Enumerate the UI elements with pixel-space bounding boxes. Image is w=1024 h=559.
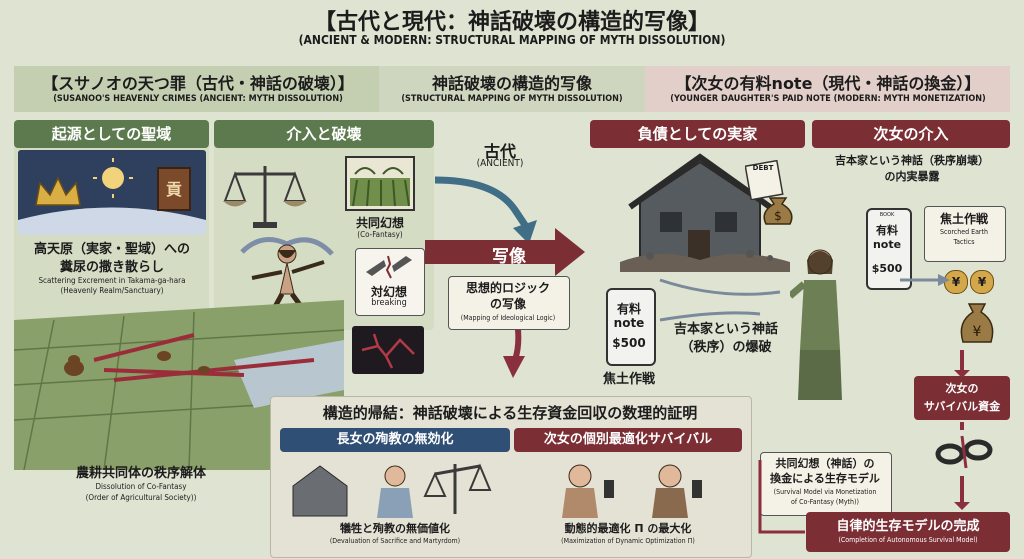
tai-en: breaking [371, 298, 407, 308]
right-connector-arrows [659, 274, 970, 534]
band-right-bg [645, 66, 1010, 112]
scales-icon [223, 166, 307, 228]
yoshimoto-2: の内実暴露 [884, 170, 940, 183]
money-bag-icon: $ [763, 197, 793, 225]
kodai-label: 古代 [483, 142, 516, 161]
yen-coin-1: ¥ [944, 270, 968, 294]
book-glyph: 貢 [165, 180, 182, 199]
scorched-jp: 焦土作戦 [939, 212, 988, 226]
bottom-header: 構造的帰結：神話破壊による生存資金回収の数理的証明 [322, 404, 698, 422]
broken-chain-icon [935, 435, 993, 469]
nogyo-title: 農耕共同体の秩序解体 [75, 466, 206, 481]
svg-text:¥: ¥ [973, 324, 982, 340]
final-en: (Completion of Autonomous Survival Model… [838, 536, 978, 544]
band-left-title: 【スサノオの天つ罪（古代・神話の破壊）】 [42, 74, 354, 93]
yen-bag-icon: ¥ [960, 303, 994, 343]
takama-title-2: 糞尿の撒き散らし [59, 260, 164, 275]
nogyo-en-1: Dissolution of Co-Fantasy [95, 482, 187, 491]
band-mid-title: 神話破壊の構造的写像 [431, 74, 592, 93]
logic-title-1: 思想的ロジック [465, 281, 550, 295]
takama-en-2: (Heavenly Realm/Sanctuary) [60, 286, 164, 295]
shikin-2: サバイバル資金 [923, 400, 1001, 413]
takama-title-1: 高天原（実家・聖域）への [33, 242, 190, 257]
phone-right-line2: note [872, 238, 902, 251]
cracked-dark-icon [352, 326, 424, 374]
phone-left-line1: 有料 [616, 302, 641, 316]
scorched-en-2: Tactics [953, 238, 975, 246]
monetization-card [760, 452, 892, 516]
younger-en: (Maximization of Dynamic Optimization Π) [561, 537, 695, 545]
page-subtitle: (ANCIENT & MODERN: STRUCTURAL MAPPING OF… [298, 33, 726, 47]
svg-text:$: $ [774, 209, 782, 223]
nogyo-en-2: (Order of Agricultural Society)) [85, 493, 197, 502]
survival-fund-box [914, 376, 1010, 420]
younger-illustration [562, 464, 702, 518]
kankin-en-2: of Co-Fantasy (Myth)) [791, 498, 859, 506]
tai-bubble [355, 248, 425, 316]
intervention-header: 介入と破壊 [214, 120, 434, 148]
younger-jp: 動態的最適化 Π の最大化 [564, 522, 692, 535]
eldest-en: (Devaluation of Sacrifice and Martyrdom) [329, 537, 461, 545]
debt-label: DEBT [752, 164, 774, 172]
kankin-en-1: (Survival Model via Monetization [773, 488, 877, 496]
logic-card [448, 276, 570, 330]
eldest-header: 長女の殉教の無効化 [280, 428, 510, 452]
final-jp: 自律的生存モデルの完成 [836, 519, 980, 534]
band-left-bg [14, 66, 379, 112]
eldest-jp: 犠牲と殉教の無価値化 [340, 522, 450, 535]
debt-paper-icon [745, 160, 784, 200]
shikin-1: 次女の [945, 382, 979, 395]
final-box [806, 512, 1010, 552]
farm-field-icon [345, 156, 415, 211]
second-header: 次女の介入 [812, 120, 1010, 148]
younger-header: 次女の個別最適化サバイバル [514, 428, 742, 452]
broken-hands-icon [366, 255, 412, 279]
kodai-en: (ANCIENT) [476, 158, 524, 169]
kyodo-label: 共同幻想 [355, 216, 404, 230]
scorched-card [924, 206, 1006, 262]
sanctuary-header: 起源としての聖域 [14, 120, 209, 148]
phone-left-line2: note [613, 316, 645, 330]
band-right-subtitle: (YOUNGER DAUGHTER'S PAID NOTE (MODERN: M… [670, 94, 986, 104]
note-phone-left [606, 288, 656, 366]
note-phone-right [866, 208, 912, 290]
phone-right-price: $500 [871, 262, 903, 275]
shazo-label: 写像 [492, 247, 526, 267]
logic-en: (Mapping of Ideological Logic) [460, 314, 556, 322]
yoshimoto-1: 吉本家という神話（秩序崩壊） [835, 154, 989, 167]
younger-daughter-figure [790, 249, 842, 400]
scorched-en-1: Scorched Earth [940, 228, 988, 236]
band-right-title: 【次女の有料note（現代・神話の換金）】 [675, 74, 981, 93]
phone-right-top: BOOK [879, 212, 895, 218]
kankin-2: 換金による生存モデル [770, 472, 880, 485]
eldest-illustration [292, 463, 492, 518]
bakuha-2: （秩序）の爆破 [680, 340, 772, 355]
ruined-house-illustration [620, 153, 790, 272]
bakuha-1: 吉本家という神話 [673, 322, 778, 337]
band-left-subtitle: (SUSANOO'S HEAVENLY CRIMES (ANCIENT: MYT… [53, 94, 343, 104]
kankin-1: 共同幻想（神話）の [775, 457, 875, 470]
rice-field-landscape [14, 300, 344, 470]
band-mid-subtitle: (STRUCTURAL MAPPING OF MYTH DISSOLUTION) [401, 94, 623, 104]
debt-header: 負債としての実家 [590, 120, 805, 148]
phone-left-price: $500 [612, 336, 646, 350]
logic-title-2: の写像 [489, 297, 526, 311]
shodo-left-label: 焦土作戦 [602, 372, 655, 387]
takama-en-1: Scattering Excrement in Takama-ga-hara [38, 276, 186, 285]
tai-label: 対幻想 [370, 285, 407, 299]
kyodo-en: (Co-Fantasy) [357, 230, 403, 239]
sanctuary-illustration [18, 150, 206, 235]
phone-right-line1: 有料 [876, 224, 898, 237]
page-title: 【古代と現代：神話破壊の構造的写像】 [313, 10, 710, 35]
yen-coin-2: ¥ [970, 270, 994, 294]
